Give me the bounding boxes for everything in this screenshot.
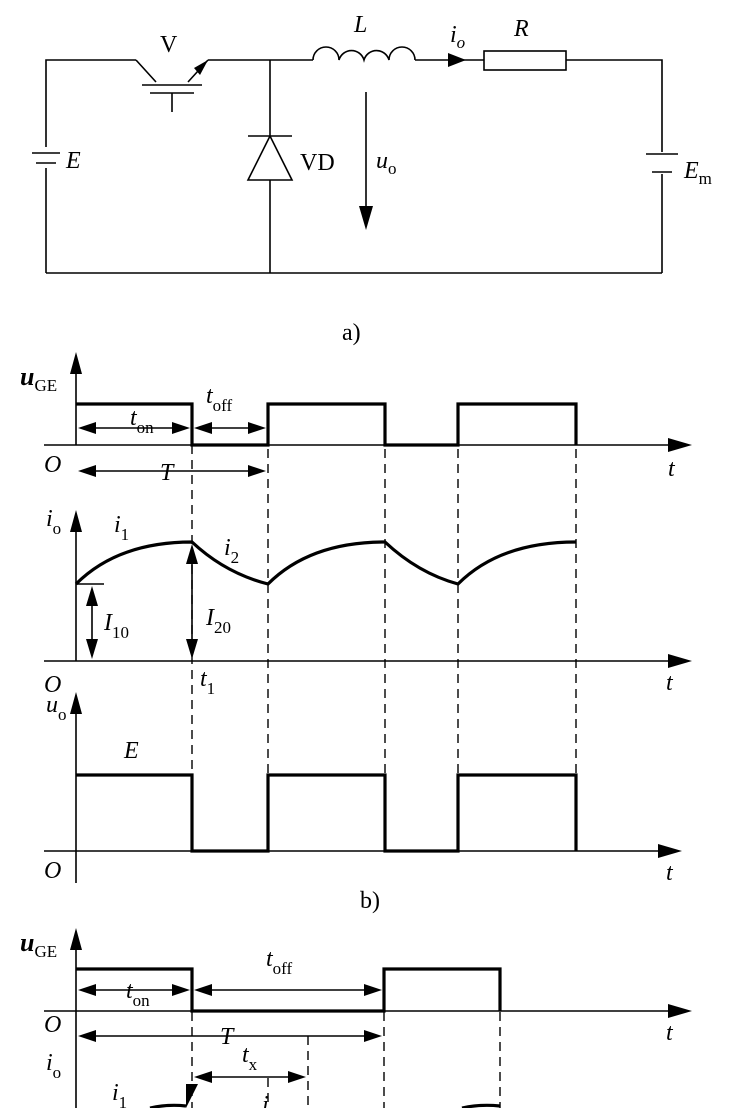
period-dimension (78, 465, 266, 477)
uge-axis-c (44, 928, 692, 1108)
label-i1-b: i1 (114, 512, 129, 544)
resistor-r-symbol (483, 50, 567, 71)
label-t-axis-1: t (668, 456, 676, 482)
caption-b: b) (360, 888, 380, 914)
io-waveform-c-top-2 (461, 1103, 501, 1108)
label-t-axis-2: t (666, 670, 674, 696)
label-io: io (450, 22, 465, 52)
i10-dimension (76, 583, 104, 659)
label-t-axis-c: t (666, 1020, 674, 1046)
label-origin-2: O (44, 672, 61, 698)
label-t1: t1 (200, 666, 215, 698)
label-vd: VD (300, 150, 335, 176)
label-toff-b: toff (206, 383, 233, 415)
waveforms-b: uGE ton toff O T t io i1 i2 I10 I20 O t1… (20, 352, 692, 886)
io-down-arrow-c (186, 1084, 198, 1108)
label-io-axis: io (46, 506, 61, 538)
label-i2-b: i2 (224, 535, 239, 567)
toff-dimension (194, 422, 266, 434)
label-toff-c: toff (266, 946, 293, 978)
label-origin-c: O (44, 1012, 61, 1038)
label-e-level: E (123, 738, 139, 764)
battery-e-symbol (32, 152, 60, 164)
i20-dimension (186, 544, 198, 659)
label-io-axis-c: io (46, 1050, 61, 1082)
ton-dimension-c (78, 984, 190, 996)
label-i10: I10 (103, 610, 129, 642)
uge-waveform (76, 402, 578, 447)
label-v: V (160, 32, 178, 58)
label-i20: I20 (205, 605, 231, 637)
battery-em-symbol (646, 153, 678, 173)
voltage-uo-arrow (359, 92, 373, 230)
io-axis (44, 510, 692, 668)
current-arrow (448, 53, 466, 67)
label-origin-1: O (44, 452, 61, 478)
label-em: Em (683, 158, 712, 188)
label-t-axis-3: t (666, 860, 674, 886)
wire-left-loop (45, 59, 136, 147)
label-l: L (353, 12, 367, 38)
wire-right-upper (566, 59, 663, 152)
label-period-b: T (160, 460, 175, 486)
tx-dimension-c (194, 1071, 306, 1083)
toff-dimension-c (194, 984, 382, 996)
transistor-v-symbol (135, 59, 209, 112)
label-r: R (513, 16, 529, 42)
io-waveform (74, 540, 577, 586)
ton-dimension (78, 422, 190, 434)
label-i2-c: i (262, 1092, 269, 1108)
label-ton-b: ton (130, 405, 154, 437)
label-tx-c: tx (242, 1042, 258, 1074)
diode-vd-symbol (246, 60, 294, 273)
label-uo: uo (376, 148, 397, 178)
inductor-l-symbol (312, 46, 416, 63)
uge-waveform-c (76, 967, 502, 1013)
label-origin-3: O (44, 858, 61, 884)
label-uo-axis: uo (46, 692, 67, 724)
waveforms-c: uGE ton toff O T tx t io i1 i (20, 928, 692, 1108)
label-uge-b: uGE (20, 362, 57, 395)
io-waveform-c-top (149, 1103, 187, 1108)
circuit-diagram: V L io R E VD uo Em (32, 12, 712, 274)
label-e: E (65, 148, 81, 174)
caption-a: a) (342, 320, 361, 346)
period-dimension-c (78, 1030, 382, 1042)
label-period-c: T (220, 1024, 235, 1050)
uge-axis (44, 352, 692, 452)
uo-waveform (76, 773, 578, 853)
label-uge-c: uGE (20, 928, 57, 961)
label-ton-c: ton (126, 978, 150, 1010)
label-i1-c: i1 (112, 1080, 127, 1108)
uo-axis (44, 692, 682, 883)
